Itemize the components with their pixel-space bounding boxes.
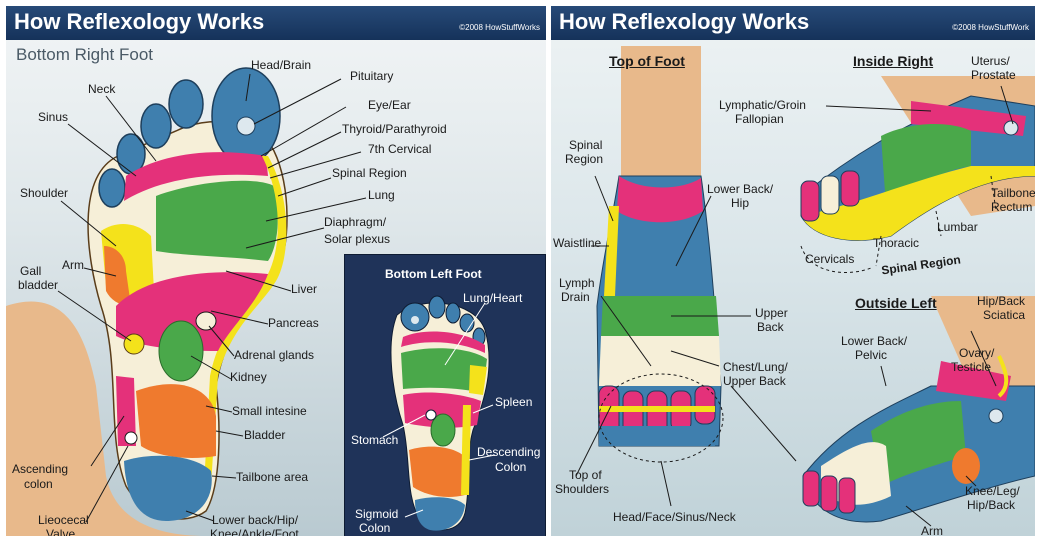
label-bladder: Bladder — [244, 428, 285, 442]
label-upper-back: Upper Back — [723, 374, 786, 388]
label-small-intestine: Small intesine — [232, 404, 307, 418]
label-spinal-region: Spinal Region — [332, 166, 407, 180]
label-eye-ear: Eye/Ear — [368, 98, 411, 112]
toe-3 — [141, 104, 171, 148]
label-gall-bladder: bladder — [18, 278, 58, 292]
label-knee-ankle-foot: Knee/Ankle/Foot — [210, 527, 299, 536]
label-back: Back — [757, 320, 784, 334]
label-lower-back-top: Lower Back/ — [707, 182, 773, 196]
label-tailbone-area: Tailbone area — [236, 470, 308, 484]
outside-left-dot — [989, 409, 1003, 423]
label-spinal: Spinal — [569, 138, 602, 152]
label-lower-back-pelvic: Lower Back/ — [841, 334, 907, 348]
label-ascending: Ascending — [12, 462, 68, 476]
inset-label-sigmoid: Sigmoid — [355, 507, 398, 521]
lung-zone — [156, 181, 278, 261]
inside-right-dot — [1004, 121, 1018, 135]
outside-left-knee-zone — [952, 448, 980, 484]
label-lung: Lung — [368, 188, 395, 202]
inset-big-toe-dot — [411, 316, 419, 324]
label-uterus: Uterus/ — [971, 54, 1010, 68]
gall-bladder-zone — [124, 334, 144, 354]
label-hip-back: Hip/Back — [977, 294, 1025, 308]
label-upper: Upper — [755, 306, 788, 320]
label-sinus: Sinus — [38, 110, 68, 124]
inside-right-title: Inside Right — [853, 54, 933, 68]
inset-label-stomach: Stomach — [351, 433, 398, 447]
label-knee-leg: Knee/Leg/ — [965, 484, 1020, 498]
big-toe-pituitary-dot — [237, 117, 255, 135]
label-pelvic: Pelvic — [855, 348, 887, 362]
label-valve: Valve — [46, 527, 75, 536]
label-arm-outside: Arm — [921, 524, 943, 536]
top-of-foot-title: Top of Foot — [609, 54, 685, 68]
inset-toe-2 — [429, 296, 445, 318]
label-head-face-sinus-neck: Head/Face/Sinus/Neck — [613, 510, 736, 524]
label-kidney: Kidney — [230, 370, 267, 384]
label-arm: Arm — [62, 258, 84, 272]
label-colon: colon — [24, 477, 53, 491]
label-neck: Neck — [88, 82, 115, 96]
inset-label-descending: Descending — [477, 445, 540, 459]
label-gall: Gall — [20, 264, 41, 278]
label-ovary: Ovary/ — [959, 346, 994, 360]
label-pancreas: Pancreas — [268, 316, 319, 330]
label-ileocecal: Lieocecal — [38, 513, 89, 527]
label-hip-top: Hip — [731, 196, 749, 210]
label-region: Region — [565, 152, 603, 166]
label-sciatica: Sciatica — [983, 308, 1025, 322]
label-lymph: Lymph — [559, 276, 595, 290]
label-pituitary: Pituitary — [350, 69, 393, 83]
label-hip-back-outside: Hip/Back — [967, 498, 1015, 512]
toe-2 — [169, 80, 203, 128]
inset-label-descending-colon: Colon — [495, 460, 526, 474]
label-waistline: Waistline — [553, 236, 601, 250]
right-panel-foot-views: How Reflexology Works ©2008 HowStuffWork — [551, 6, 1035, 536]
outside-left-title: Outside Left — [855, 296, 937, 310]
bottom-left-foot-inset: Bottom Left Foot Lung/Heart Spleen Stoma… — [344, 254, 546, 536]
label-prostate: Prostate — [971, 68, 1016, 82]
right-foot-views-diagram — [551, 6, 1035, 536]
top-foot-toes — [599, 386, 715, 446]
label-adrenal-glands: Adrenal glands — [234, 348, 314, 362]
adrenal-zone — [196, 312, 216, 330]
toe-5 — [99, 169, 125, 207]
inset-label-spleen: Spleen — [495, 395, 532, 409]
label-chest-lung: Chest/Lung/ — [723, 360, 788, 374]
label-diaphragm: Diaphragm/ — [324, 215, 386, 229]
ileocecal-dot — [125, 432, 137, 444]
inset-adrenal-dot — [426, 410, 436, 420]
small-intestine-zone — [136, 384, 216, 458]
inset-toe-3 — [446, 303, 460, 323]
label-fallopian: Fallopian — [735, 112, 784, 126]
label-liver: Liver — [291, 282, 317, 296]
kidney-zone — [159, 321, 203, 381]
left-subtitle: Bottom Right Foot — [16, 48, 153, 62]
label-lymphatic-groin: Lymphatic/Groin — [719, 98, 806, 112]
label-drain: Drain — [561, 290, 590, 304]
label-shoulders: Shoulders — [555, 482, 609, 496]
inset-intestine-zone — [409, 447, 467, 497]
label-cervicals: Cervicals — [805, 252, 854, 266]
label-thoracic: Thoracic — [873, 236, 919, 250]
label-7th-cervical: 7th Cervical — [368, 142, 431, 156]
label-rectum: Rectum — [991, 200, 1032, 214]
label-lower-back-hip: Lower back/Hip/ — [212, 513, 298, 527]
label-tailbone: Tailbone — [991, 186, 1035, 200]
label-solar-plexus: Solar plexus — [324, 232, 390, 246]
inset-label-lung-heart: Lung/Heart — [463, 291, 522, 305]
inset-label-sigmoid-colon: Colon — [359, 521, 390, 535]
label-lumbar: Lumbar — [937, 220, 978, 234]
label-shoulder: Shoulder — [20, 186, 68, 200]
label-testicle: Testicle — [951, 360, 991, 374]
label-head-brain: Head/Brain — [251, 58, 311, 72]
inset-title: Bottom Left Foot — [385, 267, 482, 281]
label-top-of: Top of — [569, 468, 602, 482]
left-panel-bottom-right-foot: How Reflexology Works ©2008 HowStuffWork… — [6, 6, 546, 536]
label-thyroid: Thyroid/Parathyroid — [342, 122, 447, 136]
